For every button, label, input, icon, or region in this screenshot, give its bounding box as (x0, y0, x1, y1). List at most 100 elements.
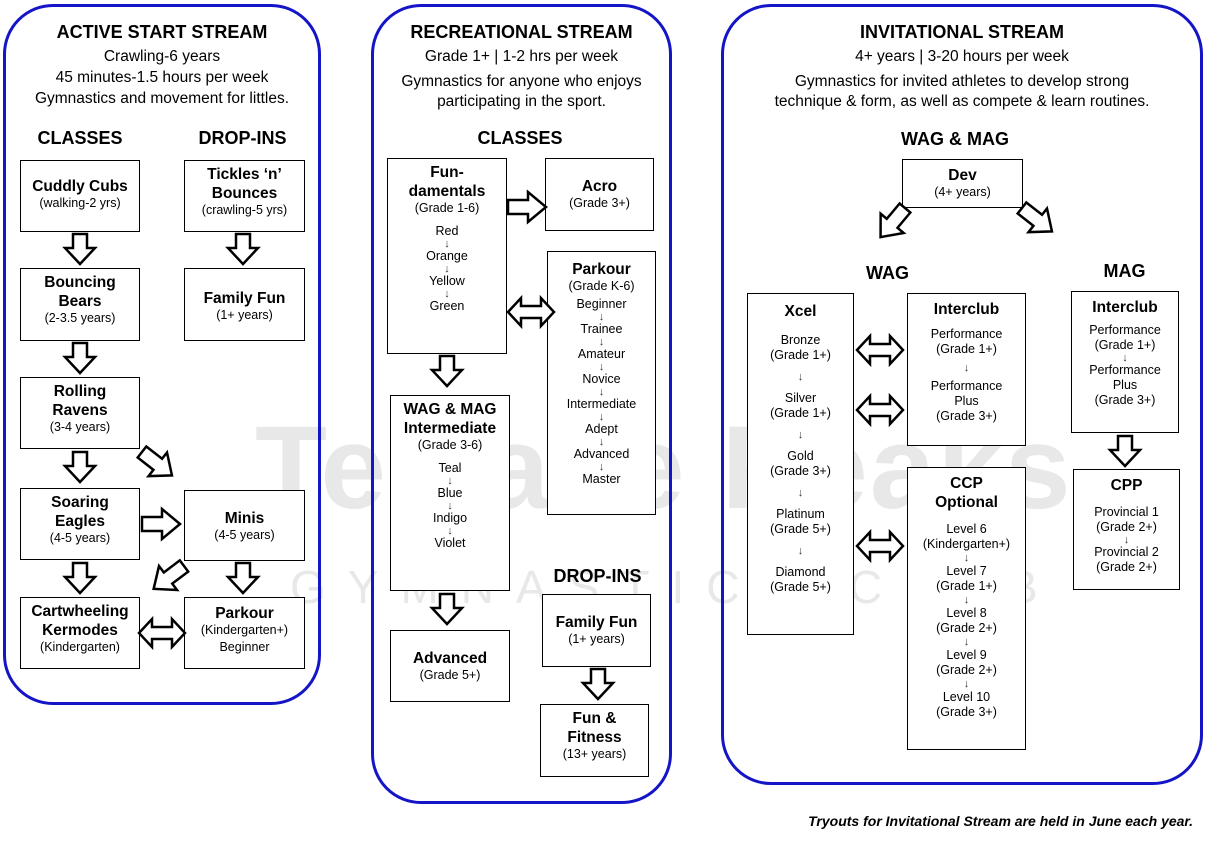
level-arrow: ↓ (598, 336, 605, 348)
arrow-xcel-interclub-1 (855, 334, 905, 366)
xcel-gold-grade: (Grade 3+) (770, 464, 831, 478)
cuddly-cubs-title: Cuddly Cubs (32, 178, 128, 195)
ccp-level-6: Level 6 (946, 522, 987, 536)
arrow-kermodes-parkour (137, 617, 187, 649)
mag-heading: MAG (1103, 261, 1146, 281)
rec-parkour-title: Parkour (572, 261, 631, 278)
invitational-description-2: technique & form, as well as compete & l… (774, 93, 1150, 110)
level-arrow: ↓ (963, 678, 970, 690)
wag-performance-grade: (Grade 1+) (936, 342, 997, 356)
intermediate-level-blue: Blue (437, 486, 463, 500)
intermediate-title-1: WAG & MAG (403, 401, 497, 418)
active-start-panel: ACTIVE START STREAM Crawling-6 years 45 … (3, 4, 321, 705)
level-arrow: ↓ (963, 594, 970, 606)
dev-age: (4+ years) (934, 185, 991, 199)
wag-interclub-title: Interclub (933, 301, 1000, 318)
wag-heading: WAG (866, 263, 909, 283)
rolling-ravens-box: Rolling Ravens (3-4 years) (20, 377, 140, 449)
arrow-intermediate-to-advanced (430, 592, 464, 626)
cpp-provincial-1-grade: (Grade 2+) (1096, 520, 1157, 534)
advanced-title: Advanced (412, 650, 488, 667)
arrow-ravens-to-minis (131, 438, 183, 489)
ccp-level-7-grade: (Grade 1+) (936, 579, 997, 593)
active-parkour-age: (Kindergarten+) (200, 623, 289, 637)
acro-grade: (Grade 3+) (569, 196, 630, 210)
active-start-age: Crawling-6 years (103, 48, 221, 65)
arrow-xcel-interclub-2 (855, 394, 905, 426)
arrow-dev-to-wag (867, 197, 918, 249)
level-arrow: ↓ (963, 552, 970, 564)
level-arrow: ↓ (447, 475, 453, 487)
arrow-eagles-to-minis (140, 507, 182, 541)
intermediate-title-2: Intermediate (403, 420, 497, 437)
advanced-grade: (Grade 5+) (419, 668, 481, 682)
parkour-level-beginner: Beginner (576, 297, 627, 311)
active-family-fun-title: Family Fun (203, 290, 286, 307)
recreational-hours: Grade 1+ | 1-2 hrs per week (424, 48, 619, 65)
arrow-ravens-to-eagles (63, 450, 97, 484)
active-parkour-title: Parkour (215, 605, 274, 622)
active-dropins-heading: DROP-INS (198, 128, 287, 148)
parkour-level-intermediate: Intermediate (566, 397, 637, 411)
rec-parkour-grade: (Grade K-6) (568, 279, 635, 293)
fun-fitness-title-1: Fun & (572, 710, 617, 727)
ccp-level-9: Level 9 (946, 648, 987, 662)
cpp-provincial-2-grade: (Grade 2+) (1096, 560, 1157, 574)
fun-fitness-age: (13+ years) (562, 747, 627, 761)
cpp-title: CPP (1110, 477, 1143, 494)
xcel-gold: Gold (787, 449, 814, 463)
level-arrow: ↓ (598, 386, 605, 398)
rec-family-fun-title: Family Fun (555, 614, 638, 631)
parkour-level-trainee: Trainee (580, 322, 623, 336)
dev-title: Dev (948, 167, 977, 184)
cpp-box: CPP Provincial 1 (Grade 2+) ↓ Provincial… (1073, 469, 1180, 590)
xcel-silver-grade: (Grade 1+) (770, 406, 831, 420)
ccp-level-10: Level 10 (942, 690, 991, 704)
arrow-dev-to-mag (1011, 194, 1063, 245)
arrow-fundamentals-to-intermediate (430, 354, 464, 388)
parkour-level-advanced: Advanced (573, 447, 630, 461)
minis-box: Minis (4-5 years) (184, 490, 305, 561)
level-arrow: ↓ (444, 288, 450, 300)
xcel-title: Xcel (784, 303, 817, 320)
arrow-minis-to-parkour (226, 561, 260, 595)
fundamentals-level-yellow: Yellow (429, 274, 465, 288)
parkour-level-master: Master (582, 472, 621, 486)
fundamentals-level-red: Red (435, 224, 459, 238)
xcel-diamond: Diamond (775, 565, 826, 579)
acro-title: Acro (581, 178, 618, 195)
arrow-interclub-to-cpp (1108, 434, 1142, 468)
mag-performance-plus-grade: (Grade 3+) (1094, 393, 1156, 407)
soaring-eagles-box: Soaring Eagles (4-5 years) (20, 488, 140, 560)
level-arrow: ↓ (447, 525, 453, 537)
wag-performance-plus-2: Plus (954, 394, 979, 408)
level-arrow: ↓ (797, 545, 804, 557)
level-arrow: ↓ (598, 311, 605, 323)
rec-dropins-heading: DROP-INS (553, 566, 642, 586)
soaring-eagles-title-1: Soaring (51, 494, 109, 511)
cuddly-cubs-age: (walking-2 yrs) (39, 196, 121, 210)
active-family-fun-age: (1+ years) (216, 308, 273, 322)
active-start-hours: 45 minutes-1.5 hours per week (55, 69, 269, 86)
level-arrow: ↓ (797, 371, 804, 383)
fun-fitness-box: Fun & Fitness (13+ years) (540, 704, 649, 777)
ccp-level-8: Level 8 (946, 606, 987, 620)
recreational-description-2: participating in the sport. (437, 93, 606, 110)
level-arrow: ↓ (598, 361, 605, 373)
level-arrow: ↓ (598, 411, 605, 423)
invitational-title: INVITATIONAL STREAM (860, 22, 1064, 42)
soaring-eagles-age: (4-5 years) (49, 531, 111, 545)
fundamentals-level-orange: Orange (426, 249, 468, 263)
level-arrow: ↓ (1122, 352, 1128, 364)
xcel-silver: Silver (784, 391, 817, 405)
parkour-level-novice: Novice (582, 372, 621, 386)
level-arrow: ↓ (797, 487, 804, 499)
cartwheeling-kermodes-title-1: Cartwheeling (31, 603, 129, 620)
rolling-ravens-title-1: Rolling (53, 383, 107, 400)
tickles-bounces-title-2: Bounces (211, 185, 278, 202)
level-arrow: ↓ (1123, 534, 1130, 546)
cpp-provincial-1: Provincial 1 (1094, 505, 1159, 519)
xcel-platinum-grade: (Grade 5+) (770, 522, 831, 536)
level-arrow: ↓ (447, 500, 453, 512)
ccp-level-8-grade: (Grade 2+) (936, 621, 997, 635)
